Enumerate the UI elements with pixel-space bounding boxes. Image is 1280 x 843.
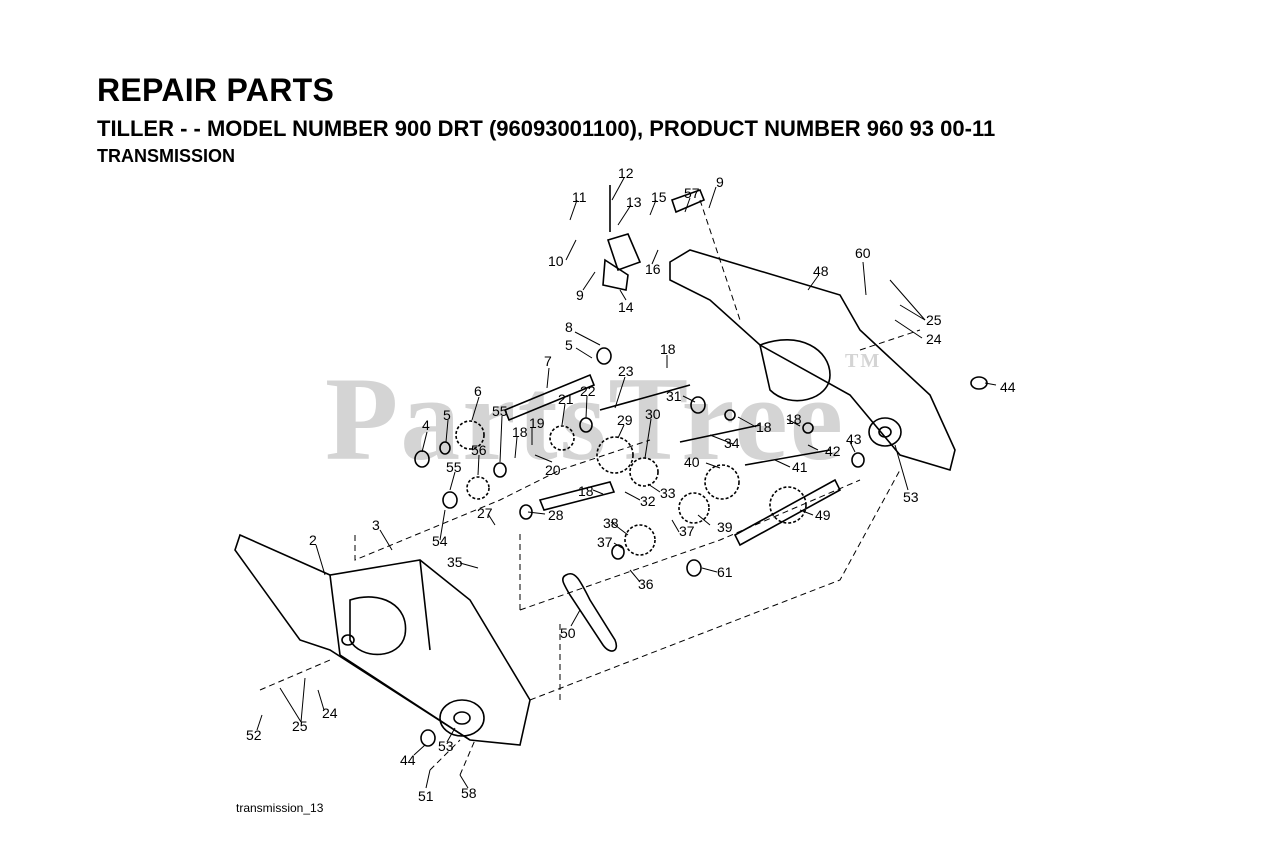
callout-label: 27	[477, 505, 493, 521]
callout-label: 19	[529, 415, 545, 431]
sprocket-29	[596, 436, 634, 474]
callout-label: 32	[640, 493, 656, 509]
callout-label: 53	[438, 738, 454, 754]
callout-label: 61	[717, 564, 733, 580]
callout-label: 42	[825, 443, 841, 459]
shaft-49	[733, 478, 842, 547]
callout-label: 2	[309, 532, 317, 548]
sprocket-33	[629, 457, 659, 487]
callout-label: 28	[548, 507, 564, 523]
callout-label: 25	[926, 312, 942, 328]
callout-label: 37	[597, 534, 613, 550]
callout-label: 10	[548, 253, 564, 269]
callout-label: 22	[580, 383, 596, 399]
callout-label: 18	[660, 341, 676, 357]
sprocket-49	[769, 486, 807, 524]
callout-label: 57	[684, 185, 700, 201]
callout-label: 35	[447, 554, 463, 570]
callout-label: 12	[618, 165, 634, 181]
callout-label: 23	[618, 363, 634, 379]
callout-label: 51	[418, 788, 434, 804]
section-heading: TRANSMISSION	[97, 146, 236, 166]
callout-label: 55	[492, 403, 508, 419]
callout-label: 54	[432, 533, 448, 549]
callout-label: 29	[617, 412, 633, 428]
callout-label: 6	[474, 383, 482, 399]
callout-label: 14	[618, 299, 634, 315]
callout-label: 60	[855, 245, 871, 261]
callout-label: 18	[512, 424, 528, 440]
callout-label: 30	[645, 406, 661, 422]
callout-label: 3	[372, 517, 380, 533]
callout-label: 7	[544, 353, 552, 369]
drive-belt	[561, 573, 618, 652]
callout-label: 18	[756, 419, 772, 435]
page-title: REPAIR PARTS	[97, 72, 335, 108]
left-housing-outline	[234, 533, 531, 746]
callout-label: 18	[786, 411, 802, 427]
shaft-23	[599, 384, 691, 411]
sprocket-38	[624, 524, 656, 556]
callout-label: 58	[461, 785, 477, 801]
callout-label: 43	[846, 431, 862, 447]
callout-label: 20	[545, 462, 561, 478]
callout-label: 24	[926, 331, 942, 347]
callout-label: 4	[422, 417, 430, 433]
callout-label: 37	[679, 523, 695, 539]
callout-label: 5	[443, 407, 451, 423]
callout-label: 55	[446, 459, 462, 475]
leader-lines	[256, 177, 997, 789]
callout-label: 18	[578, 483, 594, 499]
callout-label: 9	[716, 174, 724, 190]
callout-label: 25	[292, 718, 308, 734]
gear-6	[455, 420, 485, 450]
callout-label: 15	[651, 189, 667, 205]
gear-21	[549, 425, 575, 451]
callout-label: 16	[645, 261, 661, 277]
callout-label: 31	[666, 388, 682, 404]
callout-label: 9	[576, 287, 584, 303]
callout-label: 53	[903, 489, 919, 505]
callout-label: 24	[322, 705, 338, 721]
callout-label: 33	[660, 485, 676, 501]
right-housing-outline	[669, 249, 956, 472]
callout-label: 39	[717, 519, 733, 535]
callout-label: 49	[815, 507, 831, 523]
right-pulley	[868, 417, 902, 447]
callout-label: 40	[684, 454, 700, 470]
left-pulley	[439, 699, 485, 737]
model-subtitle: TILLER - - MODEL NUMBER 900 DRT (9609300…	[97, 116, 996, 141]
callout-label: 48	[813, 263, 829, 279]
callout-label: 56	[471, 442, 487, 458]
callout-label: 8	[565, 319, 573, 335]
shaft-7	[503, 373, 596, 422]
figure-id-label: transmission_13	[236, 801, 324, 815]
callout-label: 13	[626, 194, 642, 210]
sprocket-40	[704, 464, 740, 500]
sprocket-39	[678, 492, 710, 524]
gear-56	[466, 476, 490, 500]
callout-label: 36	[638, 576, 654, 592]
callout-label: 50	[560, 625, 576, 641]
callout-label: 52	[246, 727, 262, 743]
callout-label: 5	[565, 337, 573, 353]
callout-label: 44	[1000, 379, 1016, 395]
callout-label: 38	[603, 515, 619, 531]
callout-label: 11	[572, 189, 587, 205]
callout-label: 34	[724, 435, 740, 451]
callout-label: 41	[792, 459, 808, 475]
callout-label: 44	[400, 752, 416, 768]
callout-labels: 12 11 13 15 57 9 10 16 9 14 60 48 25 24 …	[246, 165, 1016, 804]
callout-label: 21	[558, 391, 574, 407]
